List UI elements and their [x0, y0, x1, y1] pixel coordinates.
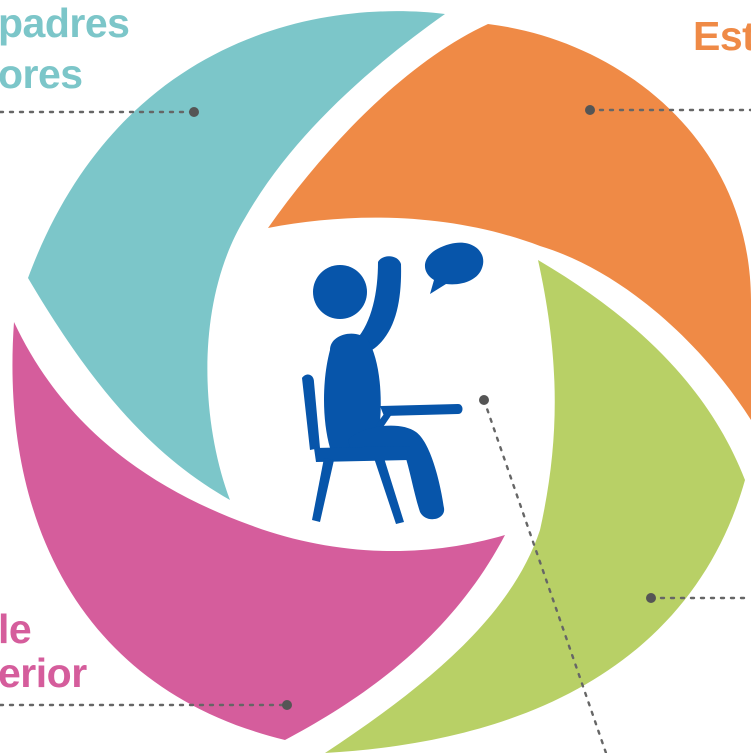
leader-dot-center [479, 395, 489, 405]
leader-lines [0, 108, 751, 753]
leader-line-center [482, 398, 608, 753]
chair-leg-left [312, 458, 334, 522]
leader-dot-pink [282, 700, 292, 710]
student-raised-arm [356, 256, 402, 350]
student-torso [324, 333, 381, 455]
leader-dot-teal [189, 107, 199, 117]
label-teal-line-1: padres [0, 0, 130, 46]
leader-dot-orange [585, 105, 595, 115]
student-head [313, 265, 367, 319]
segment-orange [268, 24, 751, 420]
label-pink-line-1: le [0, 606, 32, 652]
segment-green [325, 260, 745, 753]
leader-dots [189, 105, 656, 710]
desk-surface [380, 404, 463, 416]
segment-teal [28, 11, 445, 501]
label-orange-line-1: Est [693, 13, 751, 59]
speech-bubble-icon [424, 242, 484, 294]
student-raising-hand-icon [302, 242, 484, 524]
label-pink-line-2: erior [0, 650, 87, 696]
label-teal-line-2: ores [0, 51, 83, 97]
chair-back [302, 374, 320, 450]
leader-dot-green [646, 593, 656, 603]
segment-pink [12, 322, 506, 740]
chair-seat [314, 446, 410, 462]
chair-leg-right [374, 458, 404, 524]
